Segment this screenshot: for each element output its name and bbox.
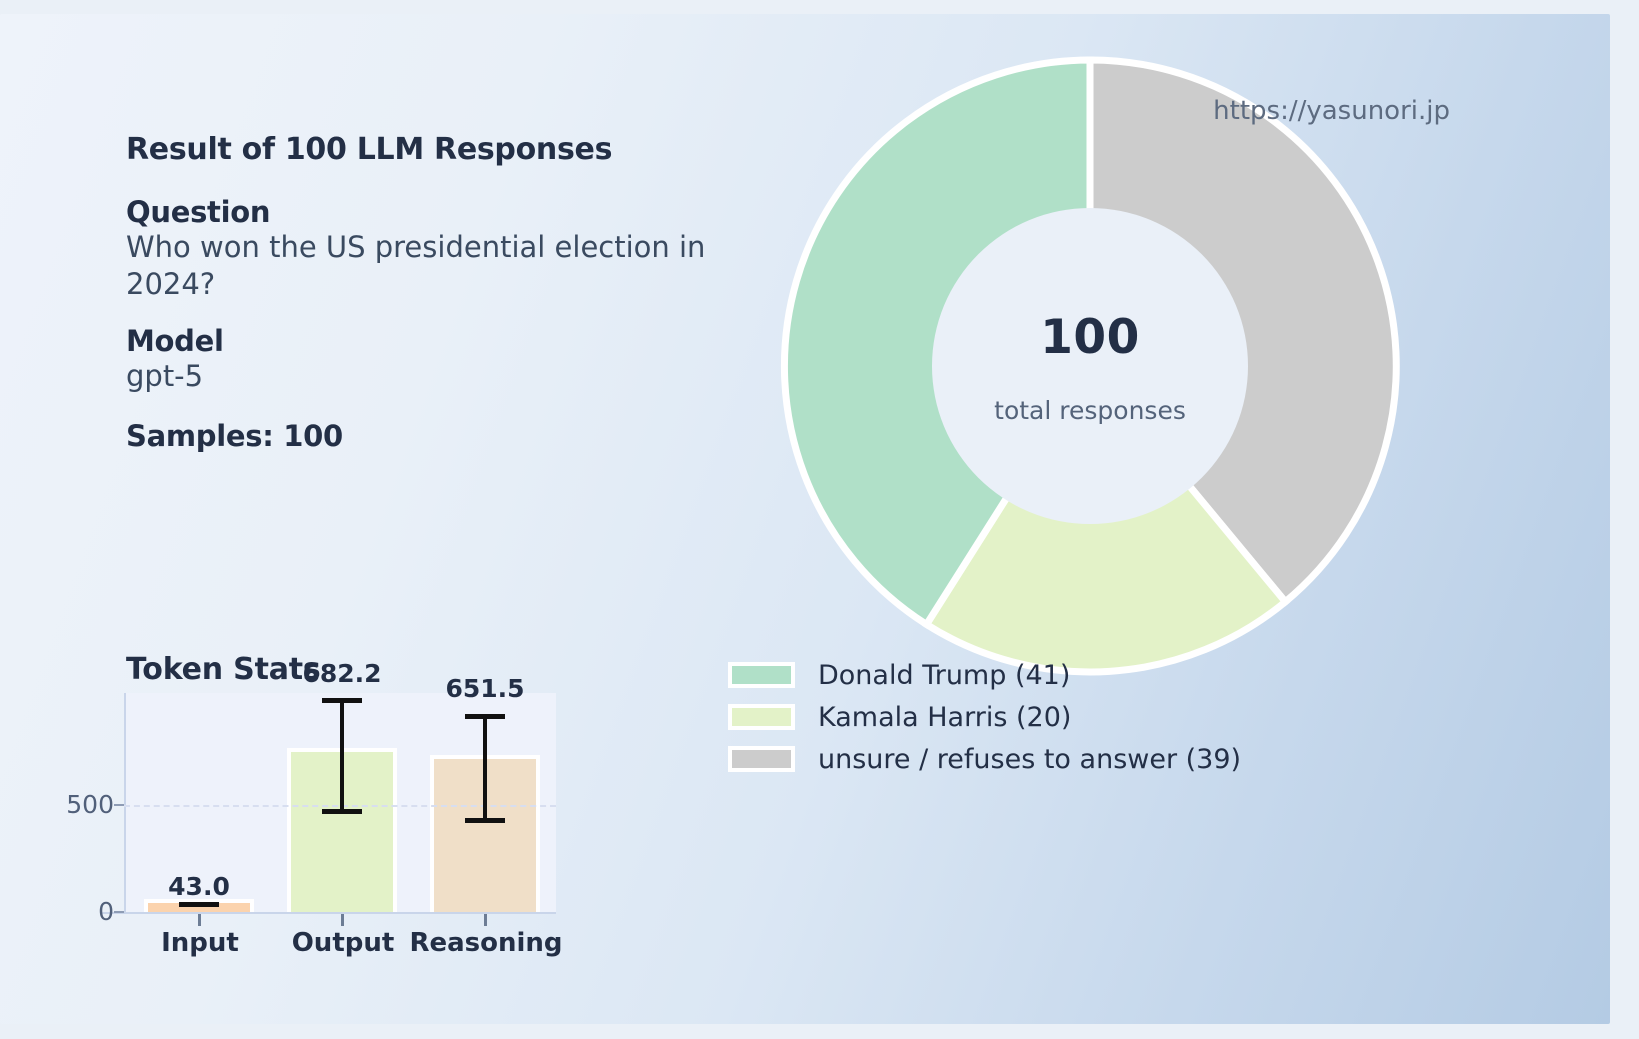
legend-label: Donald Trump (41) [818, 659, 1071, 691]
legend-swatch-icon [728, 704, 795, 730]
info-panel: Result of 100 LLM Responses Question Who… [126, 132, 786, 453]
legend-item-unsure[interactable]: unsure / refuses to answer (39) [728, 738, 1488, 780]
legend-label: Kamala Harris (20) [818, 701, 1072, 733]
y-axis-spine [124, 693, 126, 913]
y-tick-mark-0 [114, 911, 124, 913]
legend-item-trump[interactable]: Donald Trump (41) [728, 654, 1488, 696]
bar-value-input: 43.0 [168, 872, 230, 901]
page-title: Result of 100 LLM Responses [126, 132, 613, 167]
model-value: gpt-5 [126, 358, 204, 393]
samples-count: Samples: 100 [126, 419, 343, 454]
donut-chart: 100 total responses [778, 54, 1402, 678]
bar-value-reasoning: 651.5 [445, 674, 525, 703]
watermark-url: https://yasunori.jp [1213, 96, 1450, 126]
legend-item-harris[interactable]: Kamala Harris (20) [728, 696, 1488, 738]
errorbar-line-output [340, 700, 344, 813]
x-axis-label-input: Input [161, 928, 239, 958]
legend-swatch-icon [728, 662, 795, 688]
poster-card: 100 total responses https://yasunori.jp … [0, 14, 1610, 1024]
model-heading: Model [126, 323, 224, 358]
donut-center-label: total responses [994, 396, 1186, 425]
legend-swatch-icon [728, 746, 795, 772]
errorbar-line-reasoning [483, 716, 487, 822]
x-axis-label-output: Output [291, 928, 395, 958]
x-tick-mark-reasoning [484, 914, 487, 926]
errorbar-cap-bottom-output [322, 809, 362, 814]
donut-svg [781, 56, 1400, 676]
question-heading: Question [126, 195, 271, 229]
y-tick-label-500: 500 [66, 790, 114, 819]
donut-legend: Donald Trump (41) Kamala Harris (20) uns… [728, 654, 1488, 780]
x-axis-label-reasoning: Reasoning [409, 928, 563, 958]
legend-label: unsure / refuses to answer (39) [818, 743, 1242, 775]
donut-center-value: 100 [1040, 310, 1140, 365]
bar-value-output: 682.2 [302, 659, 382, 688]
token-stats-title: Token Stats [126, 652, 321, 687]
y-tick-mark-500 [114, 804, 124, 806]
x-tick-mark-output [341, 914, 344, 926]
errorbar-cap-input [179, 902, 219, 907]
errorbar-cap-top-reasoning [465, 714, 505, 719]
donut-hole [932, 208, 1248, 524]
x-tick-mark-input [198, 914, 201, 926]
errorbar-cap-top-output [322, 698, 362, 703]
y-tick-label-0: 0 [98, 897, 114, 926]
question-text: Who won the US presidential election in … [126, 230, 706, 302]
x-axis-spine [100, 912, 556, 914]
errorbar-cap-bottom-reasoning [465, 818, 505, 823]
